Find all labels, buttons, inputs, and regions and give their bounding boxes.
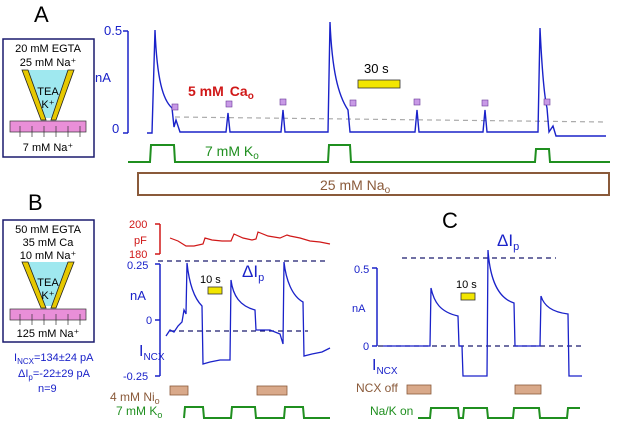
cell-membrane-b [9,308,87,321]
axis-a: 0.5 0 nA [95,23,129,136]
ko-label-b: 7 mM Ko [116,404,162,420]
axis-cap-bottom: 180 [129,249,147,261]
capacitance-trace-b [169,231,331,247]
pipette-b-line1: 50 mM EGTA [15,224,81,236]
stats-incx: INCX=134±24 pA [14,352,94,366]
axis-c: 0.5 0 nA [352,264,378,353]
axis-cap-unit: pF [134,235,147,247]
panel-label-c: C [442,208,458,233]
scale-bar-c-label: 10 s [456,279,477,291]
pipette-wall-right-b [50,261,75,309]
stats-n: n=9 [38,383,57,395]
ncx-off-bar-c-2 [514,384,542,395]
baseline-dashed-a [174,116,607,123]
axis-a-unit: nA [95,70,111,85]
delta-ip-c: ΔIp [497,231,519,253]
ni-bar-b-1 [169,385,189,396]
scale-bar-b-label: 10 s [200,274,221,286]
pipette-b-line2: 35 mM Ca [23,237,75,249]
scale-bar-c [460,292,476,301]
axis-cap-top: 200 [129,219,147,231]
axis-cur-unit: nA [130,288,146,303]
ko-step-a [128,144,610,163]
pipette-wall-left-b [21,261,47,309]
ncx-off-label: NCX off [356,381,398,395]
pipette-b-line4: TEA [37,277,59,289]
current-trace-b [165,261,331,365]
axis-c-unit: nA [352,303,366,315]
cell-membrane-a [9,120,87,133]
pipette-a-bath: 7 mM Na⁺ [23,142,74,154]
pipette-schematic-b: 50 mM EGTA 35 mM Ca 10 mM Na⁺ TEA K⁺ 125… [2,219,95,343]
nao-bar-a [137,172,610,196]
incx-label-b: INCX [139,343,165,363]
pipette-wall-left-a [21,69,47,121]
na-k-on-label: Na/K on [370,404,413,418]
pipette-b-bath: 125 mM Na⁺ [17,328,80,340]
axis-c-tick-top: 0.5 [354,264,369,276]
scale-bar-b [207,286,223,295]
pipette-a-line3: TEA [37,86,59,98]
ncx-off-bar-c-1 [406,384,432,395]
scale-bar-a [357,79,401,89]
pipette-wall-right-a [50,69,75,121]
axis-capacitance-b: 200 pF 180 [129,219,161,261]
pipette-a-line4: K⁺ [41,99,54,111]
markers-a [171,98,551,111]
scale-bar-a-label: 30 s [364,61,389,76]
pipette-solution-b [27,262,69,306]
axis-cur-bottom: -0.25 [123,371,148,383]
delta-ip-b: ΔIp [242,262,264,284]
axis-current-b: 0.25 0 -0.25 nA [123,260,161,383]
axis-a-tick-top: 0.5 [104,23,122,38]
nao-label-a: 25 mM Nao [320,177,391,196]
incx-label-c: INCX [372,357,398,377]
axis-a-tick-bottom: 0 [112,121,119,136]
axis-cur-mid: 0 [146,315,152,327]
panel-label-b: B [28,190,43,215]
ni-label-b: 4 mM Nio [110,390,160,406]
panel-label-a: A [34,2,49,27]
ko-label-a: 7 mM Ko [205,143,259,162]
axis-cur-top: 0.25 [127,260,148,272]
current-trace-a [147,21,606,137]
stats-dip: ΔIp=-22±29 pA [18,368,91,382]
na-k-step-c [418,407,580,419]
pipette-b-line3: 10 mM Na⁺ [20,250,77,262]
pipette-b-line5: K⁺ [41,290,54,302]
axis-c-tick-bottom: 0 [363,341,369,353]
stats-b: INCX=134±24 pA ΔIp=-22±29 pA n=9 [14,352,94,395]
pipette-a-line1: 20 mM EGTA [15,43,81,55]
ni-bar-b-2 [256,385,288,396]
pipette-schematic-a: 20 mM EGTA 25 mM Na⁺ TEA K⁺ 7 mM Na⁺ [2,38,95,158]
pipette-solution-a [27,70,69,118]
pipette-a-line2: 25 mM Na⁺ [20,57,77,69]
ko-step-b [183,406,330,419]
current-trace-c [383,249,582,377]
